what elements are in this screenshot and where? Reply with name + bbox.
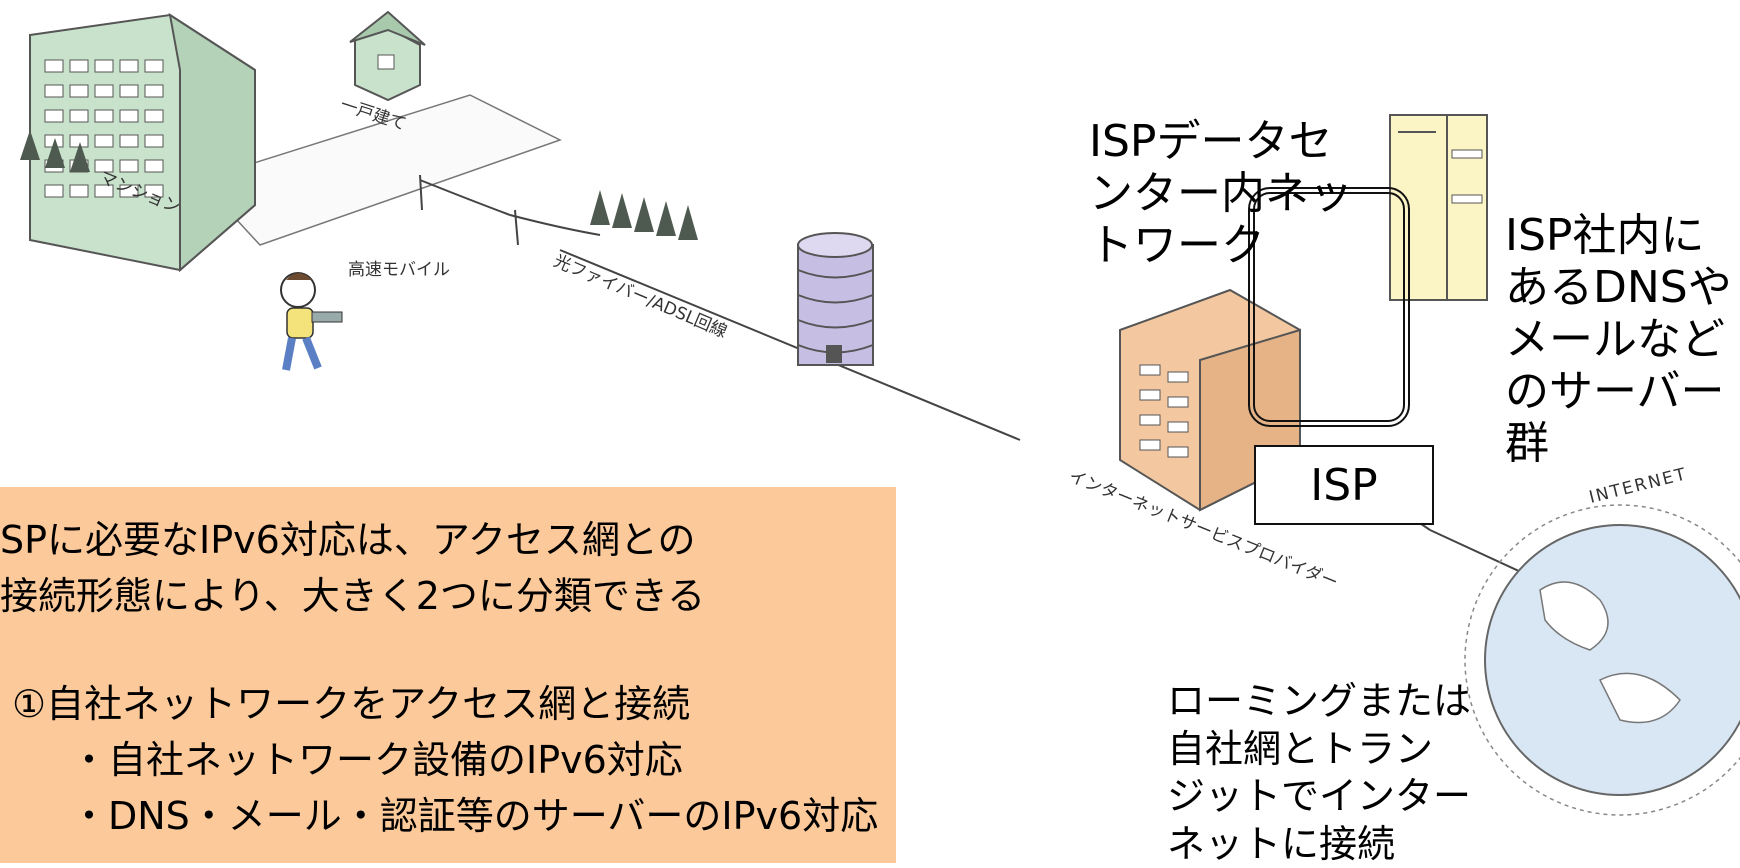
annotation-line: 自社網とトラン <box>1167 726 1471 774</box>
annotation-line: あるDNSや <box>1505 262 1732 314</box>
trees-middle <box>590 190 698 240</box>
annotation-line: ローミングまたは <box>1167 678 1471 726</box>
database-cylinder-icon <box>798 233 873 365</box>
annotation-line: トワーク <box>1089 220 1353 272</box>
annotation-line: ネットに接続 <box>1167 821 1471 868</box>
annotation-line: 群 <box>1505 418 1732 470</box>
summary-item-1: ①自社ネットワークをアクセス網と接続 <box>12 673 690 728</box>
summary-line-2: 接続形態により、大きく2つに分類できる <box>0 565 705 620</box>
annotation-line: ンター内ネッ <box>1089 168 1353 220</box>
isp-servers-annotation: ISP社内に あるDNSや メールなど のサーバー 群 <box>1505 210 1732 470</box>
mobile-user-icon <box>281 273 342 370</box>
summary-item-1-sub-1: ・自社ネットワーク設備のIPv6対応 <box>70 729 683 784</box>
mobile-label: 高速モバイル <box>348 255 450 280</box>
mansion-building <box>30 15 255 270</box>
isp-dc-network-annotation: ISPデータセ ンター内ネッ トワーク <box>1089 116 1353 272</box>
annotation-line: のサーバー <box>1505 366 1732 418</box>
summary-box: SPに必要なIPv6対応は、アクセス網との 接続形態により、大きく2つに分類でき… <box>0 487 896 863</box>
annotation-line: メールなど <box>1505 314 1732 366</box>
globe-icon <box>1465 505 1740 815</box>
annotation-line: ジットでインター <box>1167 773 1471 821</box>
house-icon <box>350 12 425 100</box>
summary-item-1-sub-2: ・DNS・メール・認証等のサーバーのIPv6対応 <box>70 785 878 840</box>
annotation-line: ISPデータセ <box>1089 116 1353 168</box>
isp-label-box: ISP <box>1254 445 1434 525</box>
roaming-annotation: ローミングまたは 自社網とトラン ジットでインター ネットに接続 <box>1167 678 1471 868</box>
annotation-line: ISP社内に <box>1505 210 1732 262</box>
summary-line-1: SPに必要なIPv6対応は、アクセス網との <box>0 509 696 564</box>
